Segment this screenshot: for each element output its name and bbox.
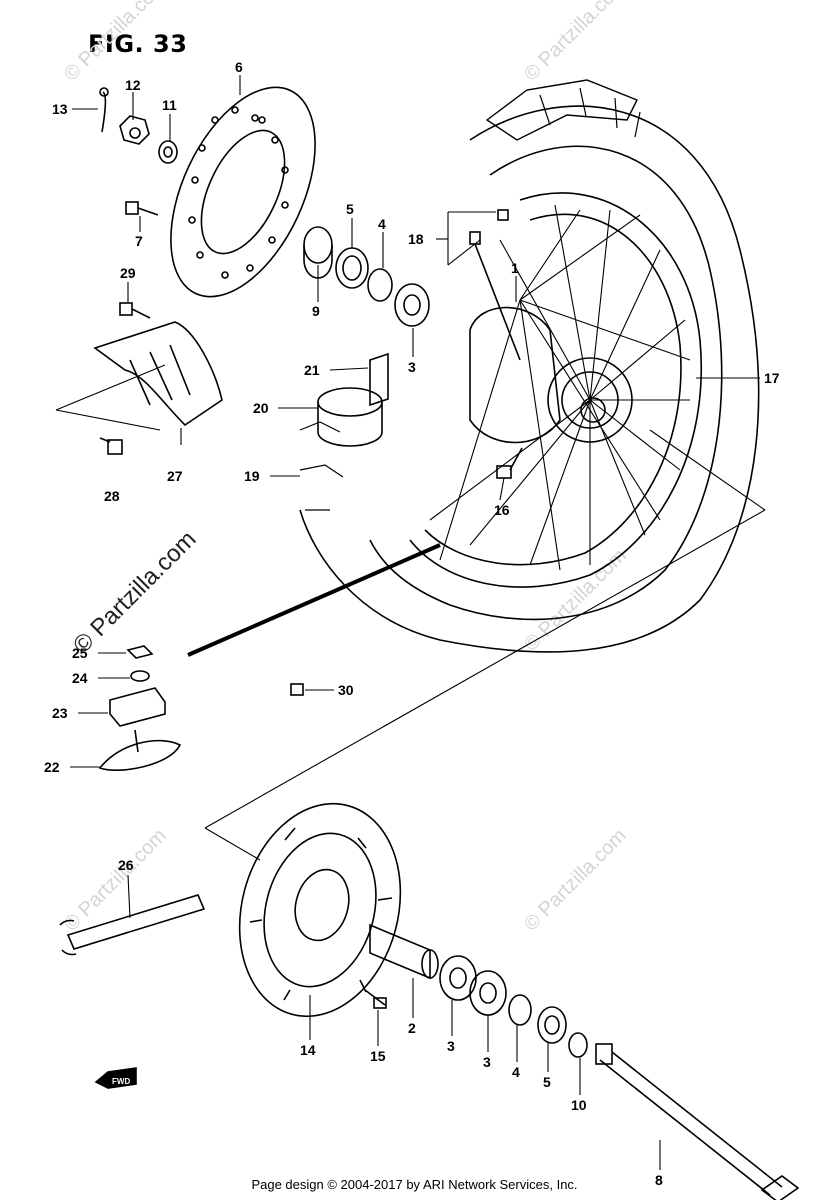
callout-4b: 4 (512, 1064, 520, 1080)
callout-8: 8 (655, 1172, 663, 1188)
part-3-bearing-lower-b (469, 970, 507, 1016)
callout-9: 9 (312, 303, 320, 319)
callout-2: 2 (408, 1020, 416, 1036)
brake-disc (170, 86, 316, 298)
wheel-rim (409, 192, 702, 588)
part-7-bolt (125, 201, 159, 216)
callout-22: 22 (44, 759, 60, 775)
part-29-bolt (119, 302, 151, 319)
part-21-valve (369, 352, 389, 407)
callout-15: 15 (370, 1048, 386, 1064)
part-15-bolt (364, 989, 387, 1009)
callout-19: 19 (244, 468, 260, 484)
part-3-bearing (394, 283, 430, 327)
part-10-spacer (568, 1032, 588, 1058)
callout-11: 11 (162, 97, 177, 113)
part-5-oil-seal (335, 247, 369, 289)
callout-29: 29 (120, 265, 136, 281)
callout-leaders (70, 75, 760, 1170)
part-14-rear-sprocket (238, 802, 402, 1018)
callout-28: 28 (104, 488, 120, 504)
callout-1: 1 (511, 260, 519, 276)
callout-14: 14 (300, 1042, 316, 1058)
part-2-spacer (369, 923, 439, 980)
spoke-parts-18 (469, 209, 521, 361)
part-16-spoke-nipple (496, 447, 523, 479)
callout-labels: 13 12 11 6 7 29 5 4 3 9 18 1 17 21 20 19… (44, 59, 780, 1188)
part-12-castle-nut (119, 115, 150, 145)
callout-30: 30 (338, 682, 354, 698)
part-8-axle (595, 1043, 800, 1200)
callout-6: 6 (235, 59, 243, 75)
callout-12: 12 (125, 77, 141, 93)
part-26-wrench (59, 894, 206, 956)
part-30-valve-cap (290, 683, 304, 696)
callout-7: 7 (135, 233, 143, 249)
callout-20: 20 (253, 400, 269, 416)
callout-21: 21 (304, 362, 320, 378)
wheel-spokes (429, 204, 691, 571)
callout-27: 27 (167, 468, 183, 484)
wheel-hub (469, 306, 633, 444)
part-3-bearing-lower-a (439, 955, 477, 1001)
callout-3b: 3 (447, 1038, 455, 1054)
fwd-arrow-icon (94, 1067, 137, 1089)
callout-3: 3 (408, 359, 416, 375)
callout-5: 5 (346, 201, 354, 217)
callout-23: 23 (52, 705, 68, 721)
page-footer: Page design © 2004-2017 by ARI Network S… (251, 1177, 578, 1192)
part-27-disc-guard (55, 321, 223, 431)
callout-26: 26 (118, 857, 134, 873)
callout-13: 13 (52, 101, 68, 117)
callout-17: 17 (764, 370, 780, 386)
callout-4: 4 (378, 216, 386, 232)
figure-title: FIG. 33 (88, 30, 188, 58)
part-13-cotter-pin (99, 87, 109, 133)
callout-24: 24 (72, 670, 88, 686)
rim-lock (98, 645, 182, 772)
wheel-tire (299, 79, 760, 653)
part-4-circlip (367, 268, 393, 302)
part-28-bolt (99, 437, 123, 455)
callout-16: 16 (494, 502, 510, 518)
callout-5b: 5 (543, 1074, 551, 1090)
part-11-washer (158, 140, 178, 164)
callout-3c: 3 (483, 1054, 491, 1070)
part-20-inner-tube (317, 387, 383, 447)
part-4-circlip-lower (508, 994, 532, 1026)
part-5-oil-seal-lower (537, 1006, 567, 1044)
callout-10: 10 (571, 1097, 587, 1113)
callout-18: 18 (408, 231, 424, 247)
fwd-badge-label: FWD (112, 1077, 130, 1086)
callout-25: 25 (72, 645, 88, 661)
